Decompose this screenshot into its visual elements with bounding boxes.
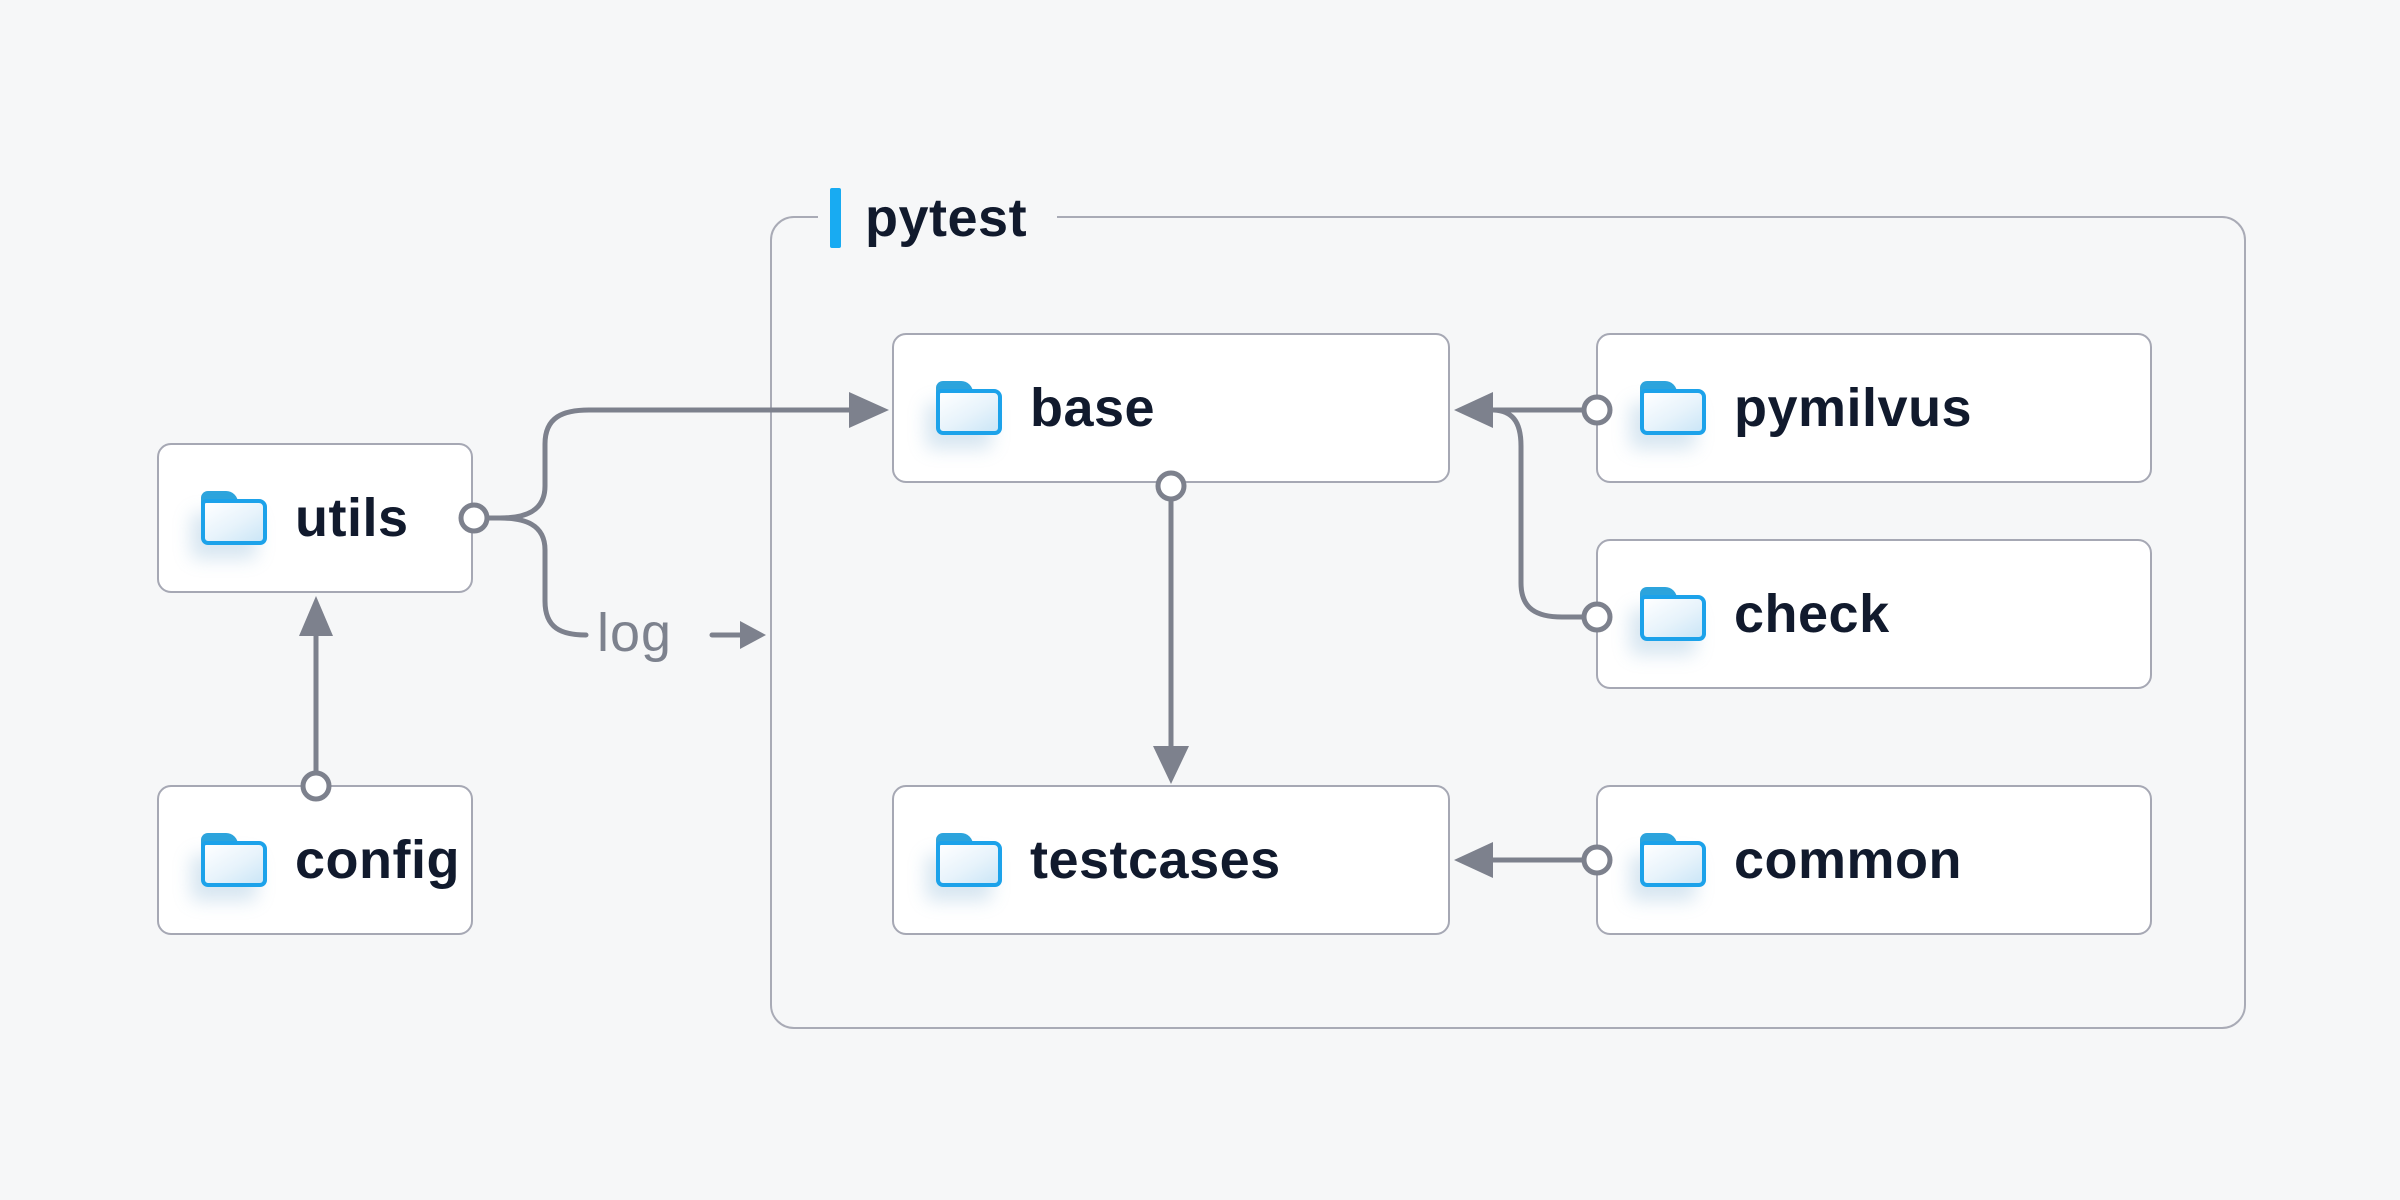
node-check-label: check <box>1734 584 1890 644</box>
node-config: config <box>157 785 473 935</box>
folder-icon <box>936 381 1002 435</box>
node-base: base <box>892 333 1450 483</box>
node-utils: utils <box>157 443 473 593</box>
node-pymilvus: pymilvus <box>1596 333 2152 483</box>
node-pymilvus-label: pymilvus <box>1734 378 1973 438</box>
node-testcases-label: testcases <box>1030 830 1281 890</box>
edge-config-utils <box>299 596 333 802</box>
node-testcases: testcases <box>892 785 1450 935</box>
folder-icon <box>201 833 267 887</box>
node-common: common <box>1596 785 2152 935</box>
folder-icon <box>1640 381 1706 435</box>
accent-bar-icon <box>830 188 841 248</box>
folder-icon <box>201 491 267 545</box>
node-utils-label: utils <box>295 488 409 548</box>
node-check: check <box>1596 539 2152 689</box>
folder-icon <box>1640 587 1706 641</box>
pytest-group-title: pytest <box>865 188 1028 248</box>
pytest-group-label: pytest <box>818 185 1058 251</box>
pytest-group: pytest <box>770 185 2246 1029</box>
node-base-label: base <box>1030 378 1156 438</box>
node-config-label: config <box>295 830 460 890</box>
log-edge-label: log <box>597 603 673 663</box>
node-common-label: common <box>1734 830 1963 890</box>
folder-icon <box>1640 833 1706 887</box>
folder-icon <box>936 833 1002 887</box>
